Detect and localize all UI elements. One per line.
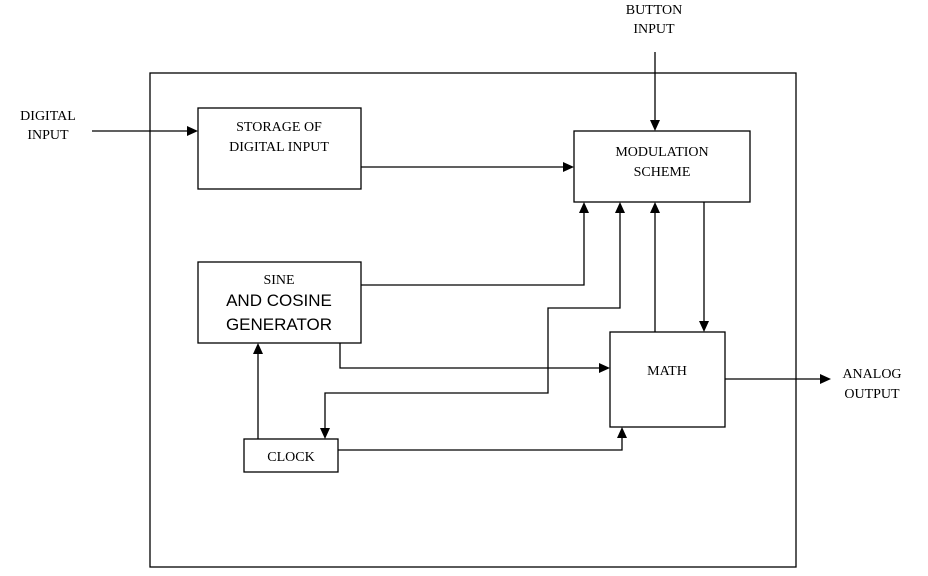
clock-box [243,438,339,473]
analog-output-label-line-2: OUTPUT [844,387,900,402]
modulation-box [573,130,751,203]
sine-label-line-1: SINE [263,273,294,288]
math-label: MATH [647,364,687,379]
sine-cosine-generator-block: SINE AND COSINE GENERATOR [197,261,362,344]
arrowhead [253,343,263,354]
button-input-label-line-2: INPUT [633,22,675,37]
math-block: MATH [609,331,726,428]
arrowhead [187,126,198,136]
storage-box [197,107,362,190]
digital-input-label-line-1: DIGITAL [20,109,76,124]
storage-label-line-2: DIGITAL INPUT [229,140,329,155]
modulation-label-line-2: SCHEME [634,165,691,180]
storage-label-line-1: STORAGE OF [236,120,322,135]
arrowhead [650,120,660,131]
storage-block: STORAGE OF DIGITAL INPUT [197,107,362,190]
sine-to-math-wire [339,342,601,369]
analog-output-label-line-1: ANALOG [842,367,901,382]
clock-block: CLOCK [243,438,339,473]
sine-to-modulation-wire [361,211,585,286]
clock-label: CLOCK [267,450,314,465]
sine-label-line-3: GENERATOR [226,315,332,334]
arrowhead [699,321,709,332]
sine-label-line-2: AND COSINE [226,291,332,310]
arrowhead [820,374,831,384]
arrowhead [615,202,625,213]
arrowhead [563,162,574,172]
arrowhead [579,202,589,213]
arrowhead [650,202,660,213]
sine-cosine-box [197,261,362,344]
arrowhead [617,427,627,438]
digital-input-label-line-2: INPUT [27,128,69,143]
modulation-block: MODULATION SCHEME [573,130,751,203]
arrowhead [599,363,610,373]
arrowhead [320,428,330,439]
clock-to-math-wire [338,437,623,451]
modulation-label-line-1: MODULATION [615,145,708,160]
button-input-label-line-1: BUTTON [626,3,683,18]
math-box [609,331,726,428]
modulation-to-clock-wire [324,213,621,430]
